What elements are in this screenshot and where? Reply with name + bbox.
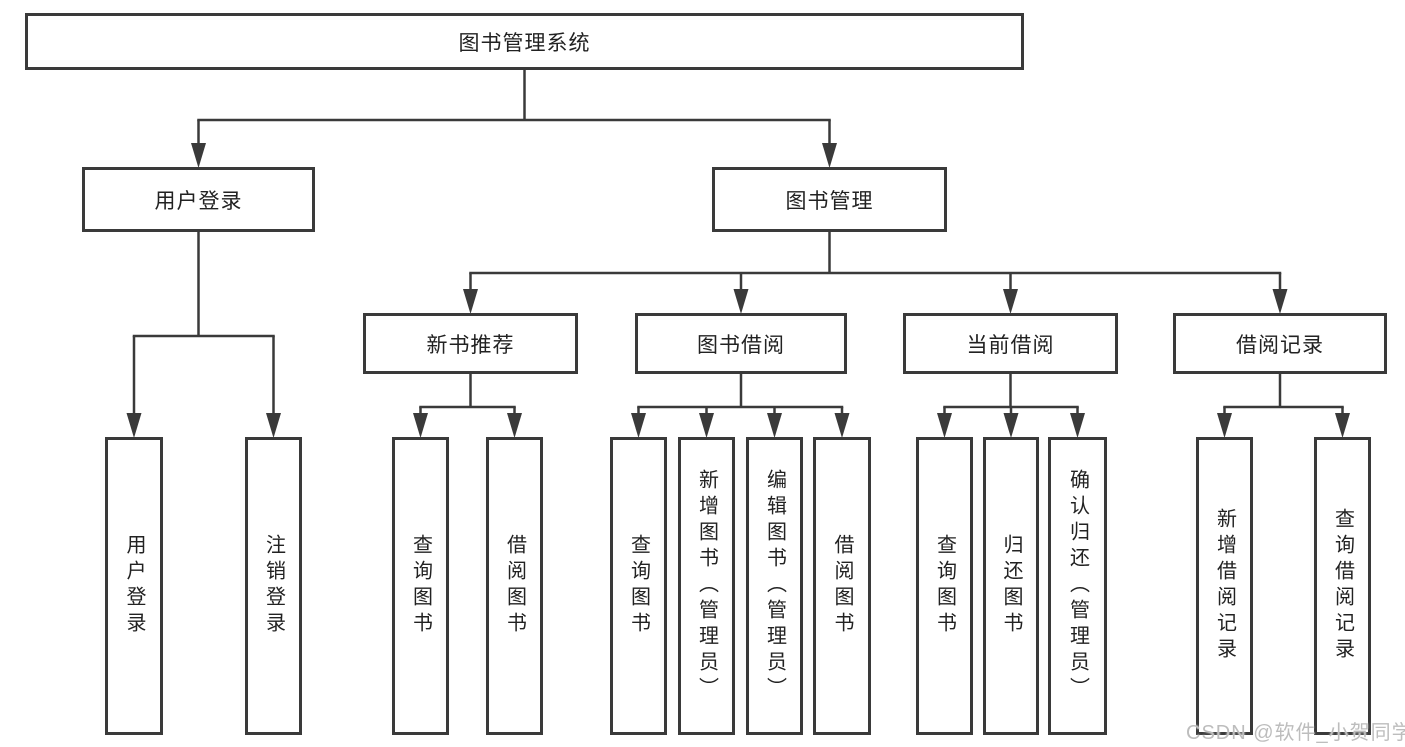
leaf-query-books: 查询图书 — [392, 437, 449, 735]
leaf-label: 借阅图书 — [831, 534, 853, 638]
node-book-management: 图书管理 — [712, 167, 947, 232]
leaf-label: 编辑图书（管理员） — [763, 469, 786, 703]
leaf-label: 注销登录 — [262, 534, 285, 638]
node-label: 图书管理系统 — [458, 31, 591, 55]
node-library-management-system: 图书管理系统 — [25, 13, 1024, 70]
node-label: 图书管理 — [785, 189, 874, 213]
node-user-login: 用户登录 — [82, 167, 315, 232]
leaf-query-borrow-record: 查询借阅记录 — [1314, 437, 1371, 735]
leaf-query-books: 查询图书 — [610, 437, 667, 735]
leaf-label: 新增图书（管理员） — [695, 469, 718, 703]
node-label: 借阅记录 — [1236, 333, 1324, 357]
leaf-label: 归还图书 — [1000, 534, 1022, 638]
leaf-label: 确认归还（管理员） — [1066, 469, 1089, 703]
leaf-label: 查询图书 — [933, 534, 956, 638]
leaf-borrow-books: 借阅图书 — [486, 437, 543, 735]
node-label: 新书推荐 — [426, 333, 515, 357]
leaf-label: 查询借阅记录 — [1331, 508, 1354, 664]
leaf-return-books: 归还图书 — [983, 437, 1039, 735]
leaf-logout: 注销登录 — [245, 437, 302, 735]
leaf-query-books: 查询图书 — [916, 437, 973, 735]
node-label: 用户登录 — [154, 189, 243, 213]
leaf-label: 新增借阅记录 — [1213, 508, 1236, 664]
leaf-edit-book-admin: 编辑图书（管理员） — [746, 437, 803, 735]
leaf-add-borrow-record: 新增借阅记录 — [1196, 437, 1253, 735]
node-current-borrowing: 当前借阅 — [903, 313, 1118, 374]
leaf-label: 用户登录 — [123, 534, 145, 638]
node-label: 图书借阅 — [697, 333, 785, 357]
leaf-label: 借阅图书 — [503, 534, 526, 638]
leaf-user-login: 用户登录 — [105, 437, 163, 735]
node-book-borrowing: 图书借阅 — [635, 313, 847, 374]
leaf-label: 查询图书 — [627, 534, 650, 638]
leaf-add-book-admin: 新增图书（管理员） — [678, 437, 735, 735]
leaf-borrow-books: 借阅图书 — [813, 437, 871, 735]
node-new-book-recommendation: 新书推荐 — [363, 313, 578, 374]
leaf-confirm-return-admin: 确认归还（管理员） — [1048, 437, 1107, 735]
watermark: CSDN @软件_小贺同学 — [1186, 722, 1405, 744]
leaf-label: 查询图书 — [409, 534, 432, 638]
node-borrowing-records: 借阅记录 — [1173, 313, 1387, 374]
node-label: 当前借阅 — [966, 333, 1055, 357]
